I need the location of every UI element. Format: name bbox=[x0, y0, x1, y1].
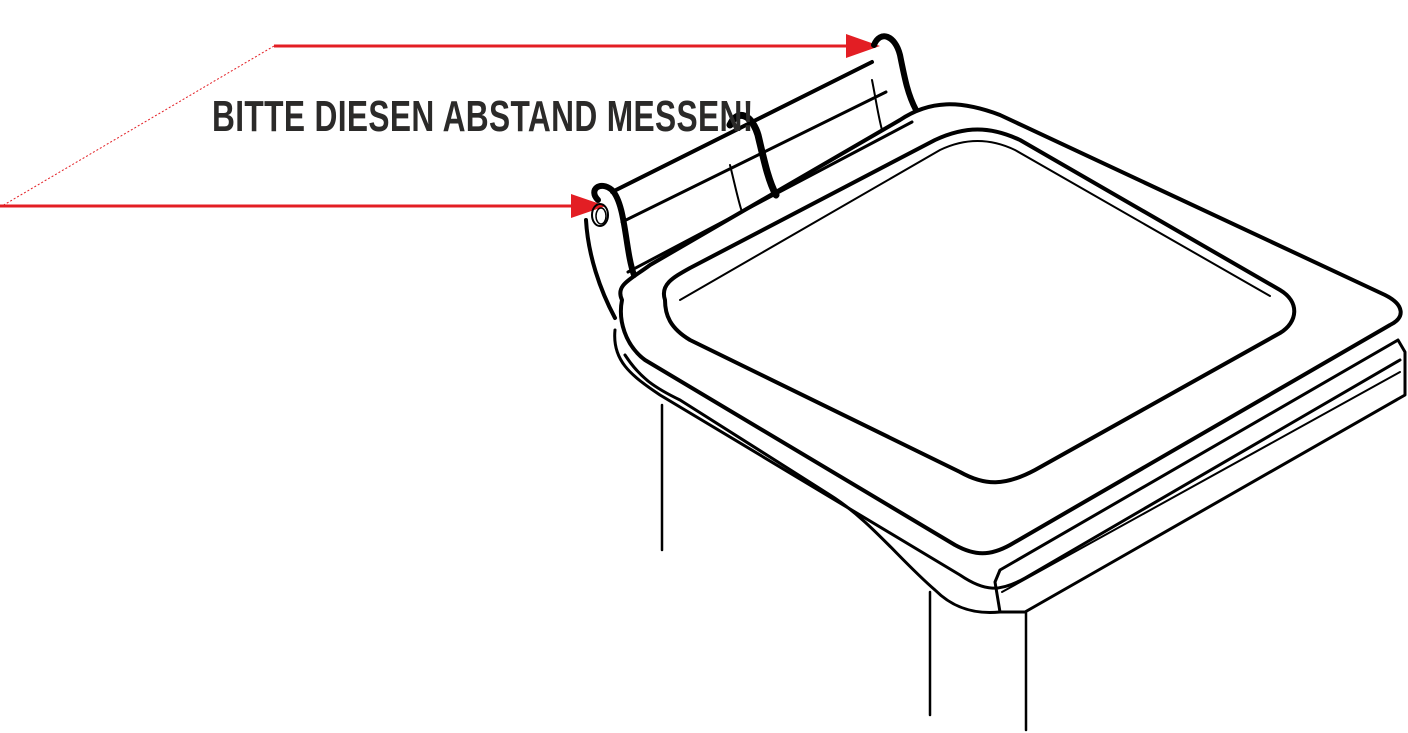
top-arrowhead-icon bbox=[846, 34, 880, 58]
measurement-instruction: BITTE DIESEN ABSTAND MESSEN! bbox=[212, 92, 754, 141]
bottom-arrowhead-icon bbox=[571, 194, 606, 218]
measurement-arrows bbox=[0, 34, 880, 218]
bin-illustration bbox=[584, 33, 1407, 732]
dotted-guide-line bbox=[1, 45, 275, 207]
